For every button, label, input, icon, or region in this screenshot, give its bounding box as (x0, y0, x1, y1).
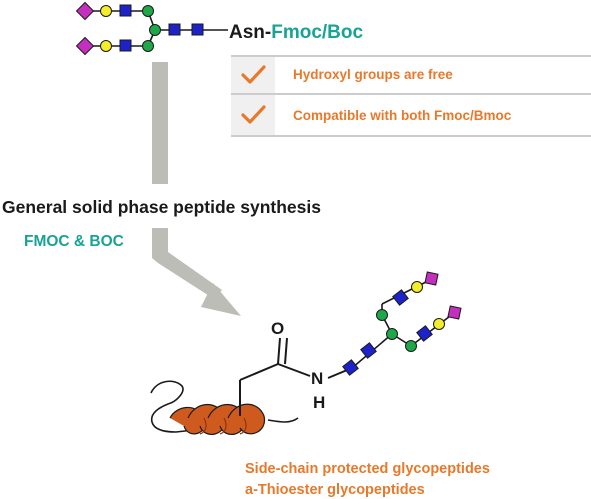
glcnac-icon (119, 39, 132, 52)
mannose-icon (405, 340, 417, 352)
checklist: Hydroxyl groups are free Compatible with… (231, 55, 591, 137)
amide-nitrogen: N (311, 369, 323, 388)
asn-label: Asn-Fmoc/Boc (229, 22, 364, 43)
mannose-icon (142, 5, 154, 17)
sialic-acid-icon (75, 1, 95, 21)
product-label-1: Side-chain protected glycopeptides (245, 461, 490, 477)
glcnac-icon (191, 23, 204, 36)
bottom-glycan (351, 278, 455, 369)
galactose-icon (433, 318, 445, 330)
top-glycan-symbols (75, 1, 204, 56)
asn-side-chain (239, 337, 353, 416)
checkmark-icon (241, 65, 266, 84)
product-label-2: a-Thioester glycopeptides (245, 482, 425, 498)
asn-prefix: Asn- (229, 22, 271, 43)
glcnac-icon (342, 359, 359, 376)
glcnac-icon (416, 325, 433, 342)
mannose-icon (149, 24, 161, 36)
arrow-head (201, 283, 241, 316)
galactose-icon (100, 40, 112, 52)
sialic-acid-icon (447, 305, 462, 320)
mannose-icon (376, 309, 388, 321)
checkmark-icon (241, 105, 266, 124)
checklist-item-2: Compatible with both Fmoc/Bmoc (293, 108, 512, 123)
amide-hydrogen: H (313, 393, 325, 412)
sialic-acid-icon (424, 271, 439, 286)
method-subtitle: FMOC & BOC (24, 233, 124, 250)
checklist-item-1: Hydroxyl groups are free (293, 67, 453, 82)
method-title: General solid phase peptide synthesis (2, 197, 321, 217)
bottom-glycan-symbols (342, 271, 462, 376)
galactose-icon (411, 281, 423, 293)
galactose-icon (100, 5, 112, 17)
peptide-helix (150, 380, 299, 435)
process-arrow (152, 62, 241, 316)
protecting-groups: Fmoc/Boc (271, 22, 363, 43)
glcnac-icon (119, 4, 132, 17)
glcnac-icon (168, 23, 181, 36)
glcnac-icon (392, 289, 409, 306)
carbonyl-oxygen: O (271, 319, 284, 338)
mannose-icon (142, 40, 154, 52)
sialic-acid-icon (75, 36, 95, 56)
mannose-icon (386, 328, 398, 340)
glcnac-icon (360, 342, 377, 359)
